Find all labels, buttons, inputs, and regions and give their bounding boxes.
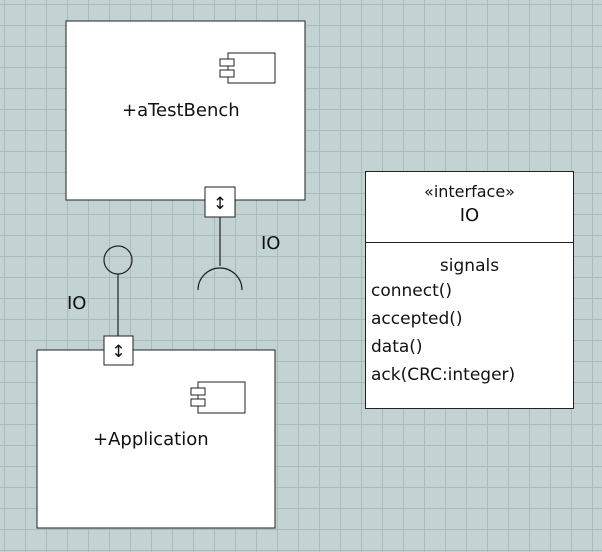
- component-icon: [190, 381, 246, 414]
- port-atestbench[interactable]: ↕: [204, 186, 236, 218]
- connector-label: IO: [67, 293, 87, 314]
- interface-class-box[interactable]: «interface» IO signals connect() accepte…: [365, 171, 574, 409]
- component-name: +aTestBench: [122, 100, 240, 121]
- component-application[interactable]: [36, 349, 276, 529]
- component-name: +Application: [93, 429, 209, 450]
- interface-body: signals connect() accepted() data() ack(…: [366, 243, 573, 389]
- provided-interface-ball: [103, 245, 133, 275]
- port-application[interactable]: ↕: [103, 335, 134, 366]
- interface-name: IO: [459, 205, 480, 226]
- interface-header: «interface» IO: [366, 172, 573, 243]
- interface-section-title: signals: [439, 256, 500, 276]
- required-interface-socket: [197, 267, 243, 291]
- component-atestbench[interactable]: [65, 20, 306, 201]
- interface-operation: ack(CRC:integer): [371, 365, 516, 385]
- interface-operation: data(): [371, 337, 423, 357]
- connector-label: IO: [261, 233, 281, 254]
- interface-stereotype: «interface»: [424, 182, 515, 201]
- component-icon: [219, 52, 276, 84]
- interface-operation: accepted(): [371, 309, 463, 329]
- port-symbol: ↕: [213, 194, 227, 214]
- interface-operation: connect(): [371, 281, 453, 301]
- port-symbol: ↕: [111, 342, 125, 362]
